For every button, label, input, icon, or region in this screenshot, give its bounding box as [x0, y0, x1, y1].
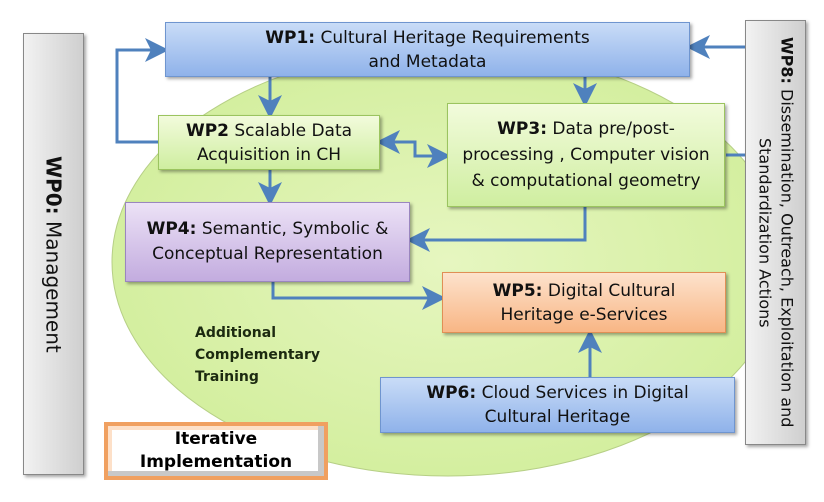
- wp3-id: WP3:: [497, 119, 547, 139]
- wp2-title: Scalable Data Acquisition in CH: [196, 120, 353, 165]
- training-label: Additional Complementary Training: [195, 325, 321, 385]
- wp2-box: WP2 Scalable Data Acquisition in CH: [158, 115, 380, 170]
- wp2-id: WP2: [185, 120, 229, 141]
- wp0-title: Management: [41, 220, 66, 353]
- arrow-wp2-to-wp1-loop: [115, 38, 169, 144]
- arrow-wp2-to-wp3: [413, 144, 451, 168]
- iterative-implementation-box: Iterative Implementation: [104, 422, 328, 480]
- wp6-box: WP6: Cloud Services in Digital Cultural …: [380, 377, 735, 433]
- wp8-box: WP8: Dissemination, Outreach, Exploitati…: [745, 20, 806, 445]
- arrow-wp3-to-wp2: [376, 130, 417, 154]
- wp6-title: Cloud Services in Digital Cultural Herit…: [481, 383, 689, 427]
- wp1-id: WP1:: [265, 27, 316, 48]
- wp0-box: WP0: Management: [23, 33, 84, 475]
- arrow-wp4-to-wp5: [271, 282, 446, 310]
- wp1-title: Cultural Heritage Requirements and Metad…: [320, 27, 590, 72]
- wp5-title: Digital Cultural Heritage e-Services: [500, 280, 676, 325]
- wp0-id: WP0:: [41, 155, 66, 215]
- wp3-title: Data pre/post-processing , Computer visi…: [462, 119, 710, 191]
- wp5-box: WP5: Digital Cultural Heritage e-Service…: [442, 272, 726, 333]
- arrow-wp3-to-wp4: [406, 207, 587, 252]
- wp8-title: Dissemination, Outreach, Exploitation an…: [755, 89, 797, 428]
- wp4-id: WP4:: [146, 219, 197, 239]
- wp4-title: Semantic, Symbolic & Conceptual Represen…: [152, 219, 389, 264]
- wp8-id: WP8:: [777, 37, 797, 85]
- wp3-box: WP3: Data pre/post-processing , Computer…: [447, 103, 725, 207]
- iterative-label: Iterative Implementation: [139, 429, 293, 472]
- wp1-box: WP1: Cultural Heritage Requirements and …: [165, 22, 690, 77]
- wp4-box: WP4: Semantic, Symbolic & Conceptual Rep…: [125, 202, 410, 282]
- wp6-id: WP6:: [426, 383, 477, 403]
- wp5-id: WP5:: [492, 280, 543, 301]
